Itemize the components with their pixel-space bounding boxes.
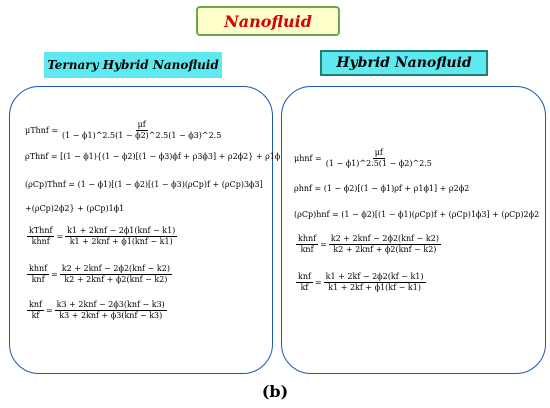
hybrid-equations-panel: μhnf = μf (1 − ϕ1)^2.5(1 − ϕ2)^2.5 ρhnf …	[281, 86, 546, 374]
equals-sign: =	[320, 239, 327, 249]
equals-sign: =	[51, 269, 58, 279]
hybrid-conductivity-2-denominator: k1 + 2kf + ϕ1(kf − k1)	[328, 283, 421, 292]
ternary-density-equation: ρThnf = [(1 − ϕ1){(1 − ϕ2)[(1 − ϕ3)ϕf + …	[25, 152, 289, 161]
ternary-hybrid-nanofluid-label: Ternary Hybrid Nanofluid	[44, 52, 222, 78]
hybrid-density-equation: ρhnf = (1 − ϕ2)[(1 − ϕ1)ρf + ρ1ϕ1] + ρ2ϕ…	[294, 184, 470, 193]
hybrid-viscosity-numerator: μf	[372, 148, 385, 159]
ternary-conductivity-3-rhs: k3 + 2knf − 2ϕ3(knf − k3) k3 + 2knf + ϕ3…	[54, 300, 167, 320]
ternary-conductivity-2-rhs: k2 + 2knf − 2ϕ2(knf − k2) k2 + 2knf + ϕ2…	[59, 264, 172, 284]
ternary-heat-capacity-equation-line2: +(ρCp)2ϕ2} + (ρCp)1ϕ1	[25, 204, 125, 213]
nanofluid-title: Nanofluid	[196, 6, 340, 36]
hybrid-viscosity-lhs: μhnf =	[294, 153, 322, 163]
hybrid-conductivity-2-lhs-den: kf	[300, 283, 309, 292]
ternary-conductivity-1-numerator: k1 + 2knf − 2ϕ1(knf − k1)	[65, 226, 178, 237]
hybrid-nanofluid-label: Hybrid Nanofluid	[320, 50, 488, 76]
hybrid-conductivity-2-lhs: knf kf	[296, 273, 313, 292]
ternary-conductivity-3-lhs-num: knf	[27, 300, 44, 311]
ternary-conductivity-2-denominator: k2 + 2knf + ϕ2(knf − k2)	[64, 275, 168, 284]
hybrid-conductivity-equation-2: knf kf = k1 + 2kf − 2ϕ2(kf − k1) k1 + 2k…	[294, 273, 428, 292]
ternary-conductivity-2-numerator: k2 + 2knf − 2ϕ2(knf − k2)	[59, 264, 172, 275]
hybrid-conductivity-1-denominator: k2 + 2knf + ϕ2(knf − k2)	[333, 245, 437, 254]
hybrid-conductivity-1-rhs: k2 + 2knf − 2ϕ2(knf − k2) k2 + 2knf + ϕ2…	[328, 234, 441, 254]
hybrid-viscosity-equation: μhnf = μf (1 − ϕ1)^2.5(1 − ϕ2)^2.5	[294, 149, 436, 168]
hybrid-conductivity-equation-1: khnf knf = k2 + 2knf − 2ϕ2(knf − k2) k2 …	[294, 235, 443, 254]
ternary-conductivity-equation-3: knf kf = k3 + 2knf − 2ϕ3(knf − k3) k3 + …	[25, 301, 169, 320]
ternary-viscosity-numerator: μf	[135, 120, 148, 131]
equals-sign: =	[45, 305, 53, 315]
hybrid-conductivity-1-lhs-den: knf	[300, 245, 314, 254]
ternary-conductivity-2-lhs: khnf knf	[27, 264, 50, 284]
hybrid-conductivity-1-numerator: k2 + 2knf − 2ϕ2(knf − k2)	[328, 234, 441, 245]
hybrid-viscosity-denominator: (1 − ϕ1)^2.5(1 − ϕ2)^2.5	[325, 159, 432, 168]
figure-caption: (b)	[261, 382, 289, 401]
ternary-conductivity-2-lhs-den: knf	[31, 275, 45, 284]
ternary-viscosity-equation: μThnf = μf (1 − ϕ1)^2.5(1 − ϕ2)^2.5(1 − …	[25, 121, 225, 140]
ternary-conductivity-1-denominator: k1 + 2knf + ϕ1(knf − k1)	[69, 237, 173, 246]
ternary-conductivity-1-lhs-den: khnf	[31, 237, 50, 246]
ternary-conductivity-1-lhs: kThnf khnf	[27, 226, 55, 246]
ternary-conductivity-3-numerator: k3 + 2knf − 2ϕ3(knf − k3)	[54, 300, 167, 311]
hybrid-conductivity-2-rhs: k1 + 2kf − 2ϕ2(kf − k1) k1 + 2kf + ϕ1(kf…	[323, 272, 426, 292]
ternary-conductivity-3-denominator: k3 + 2knf + ϕ3(knf − k3)	[59, 311, 163, 320]
hybrid-heat-capacity-equation: (ρCp)hnf = (1 − ϕ2)[(1 − ϕ1)(ρCp)f + (ρC…	[294, 210, 540, 219]
ternary-conductivity-2-lhs-num: khnf	[27, 264, 50, 275]
ternary-conductivity-1-rhs: k1 + 2knf − 2ϕ1(knf − k1) k1 + 2knf + ϕ1…	[65, 226, 178, 246]
ternary-conductivity-3-lhs: knf kf	[27, 301, 44, 320]
ternary-conductivity-equation-1: kThnf khnf = k1 + 2knf − 2ϕ1(knf − k1) k…	[25, 227, 179, 246]
ternary-viscosity-fraction: μf (1 − ϕ1)^2.5(1 − ϕ2)^2.5(1 − ϕ3)^2.5	[60, 121, 223, 140]
ternary-viscosity-lhs: μThnf =	[25, 125, 59, 135]
hybrid-viscosity-fraction: μf (1 − ϕ1)^2.5(1 − ϕ2)^2.5	[324, 149, 434, 168]
ternary-conductivity-1-lhs-num: kThnf	[27, 226, 55, 237]
ternary-conductivity-3-lhs-den: kf	[31, 311, 40, 320]
ternary-heat-capacity-equation-line1: (ρCp)Thnf = (1 − ϕ1)[(1 − ϕ2)[(1 − ϕ3)(ρ…	[25, 180, 263, 189]
ternary-viscosity-denominator: (1 − ϕ1)^2.5(1 − ϕ2)^2.5(1 − ϕ3)^2.5	[62, 131, 222, 140]
hybrid-conductivity-1-lhs: khnf knf	[296, 234, 319, 254]
hybrid-conductivity-2-lhs-num: knf	[296, 272, 313, 283]
equals-sign: =	[56, 231, 64, 241]
hybrid-conductivity-2-numerator: k1 + 2kf − 2ϕ2(kf − k1)	[323, 272, 426, 283]
ternary-conductivity-equation-2: khnf knf = k2 + 2knf − 2ϕ2(knf − k2) k2 …	[25, 265, 174, 284]
ternary-equations-panel: μThnf = μf (1 − ϕ1)^2.5(1 − ϕ2)^2.5(1 − …	[9, 86, 289, 374]
equals-sign: =	[314, 277, 322, 287]
hybrid-conductivity-1-lhs-num: khnf	[296, 234, 319, 245]
